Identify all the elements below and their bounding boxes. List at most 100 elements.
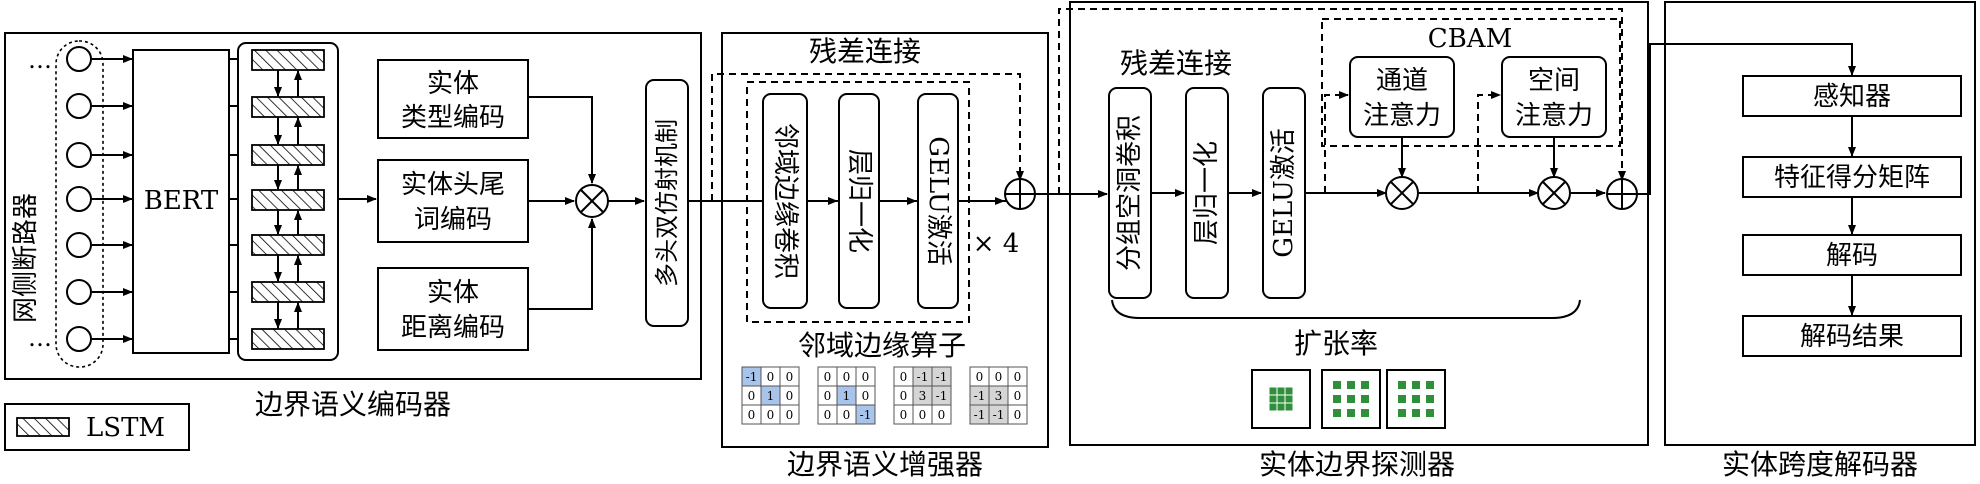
dilation-cell (1412, 409, 1420, 417)
lstm-cell (251, 96, 325, 118)
kernel-value: 0 (919, 408, 927, 422)
kernel-value: 0 (786, 370, 794, 384)
residual-add-node-detector (1606, 178, 1638, 210)
distance-to-product-arrow (528, 218, 596, 310)
entity-type-encoding-line2: 类型编码 (401, 103, 505, 133)
kernel-value: 0 (786, 389, 794, 403)
lstm-legend: LSTM (4, 403, 190, 451)
input-token (66, 93, 92, 119)
kernel-value: 0 (900, 408, 908, 422)
kernel-cell (931, 404, 952, 425)
kernel-value: 0 (767, 408, 775, 422)
dilation-icon (1321, 369, 1381, 429)
dilation-cell (1347, 409, 1355, 417)
detector-residual-path (1058, 8, 1626, 194)
lstm-cell (251, 328, 325, 350)
entity-boundary-detector: 残差连接 分组空洞卷积 层归一化 GELU激活 CBAM 通道 注意力 空间 注… (1035, 1, 1649, 481)
channel-attention-line2: 注意力 (1363, 101, 1441, 131)
enhancer-residual-path (711, 73, 1024, 201)
input-token (66, 326, 92, 352)
edge-operator-title: 邻域边缘算子 (798, 329, 966, 362)
dilation-cell (1361, 409, 1369, 417)
dilation-rate-label: 扩张率 (1294, 327, 1378, 360)
bert-label: BERT (144, 186, 219, 216)
neighborhood-edge-conv-label: 邻域边缘卷积 (770, 123, 800, 279)
entity-span-decoder: 感知器 特征得分矩阵 解码 解码结果 实体跨度解码器 (1637, 1, 1976, 481)
product-node-encoder (575, 184, 609, 218)
kernel-cell (779, 404, 800, 425)
kernel-value: 3 (995, 389, 1003, 403)
dilation-cell (1347, 381, 1355, 389)
product-node-channel (1385, 176, 1419, 210)
dilation-cell (1347, 395, 1355, 403)
decoder-step-score-matrix-label: 特征得分矩阵 (1774, 163, 1930, 193)
enhancer-caption: 边界语义增强器 (787, 448, 983, 481)
dilation-cell (1361, 395, 1369, 403)
kernel-value: -1 (993, 408, 1005, 422)
dilation-cell (1333, 395, 1341, 403)
detector-residual-label: 残差连接 (1120, 47, 1232, 80)
dilation-cell (1269, 387, 1277, 395)
kernel-value: 0 (786, 408, 794, 422)
enhancer-gelu-label: GELU激活 (923, 136, 953, 266)
dilation-cell (1426, 395, 1434, 403)
decoder-step-result (1742, 315, 1962, 357)
decoder-step-decode (1742, 234, 1962, 276)
type-to-product-arrow (528, 96, 596, 184)
kernel-value: 0 (843, 370, 851, 384)
dilation-cell (1333, 409, 1341, 417)
decoder-frame (1664, 1, 1976, 446)
decoder-step-perceptron-label: 感知器 (1813, 82, 1891, 112)
product-node-spatial (1537, 176, 1571, 210)
dilation-cell (1269, 395, 1277, 403)
dilation-cell (1426, 409, 1434, 417)
dilation-cell (1277, 403, 1285, 411)
input-token (66, 279, 92, 305)
kernel-value: 0 (900, 389, 908, 403)
dilation-icon (1386, 369, 1446, 429)
input-token (66, 46, 92, 72)
legend-hatch-swatch (16, 417, 70, 437)
kernel-value: 0 (748, 389, 756, 403)
entity-distance-encoding-line2: 距离编码 (401, 313, 505, 343)
kernel-value: 0 (767, 370, 775, 384)
input-arrows (92, 55, 133, 343)
kernel-value: 0 (900, 370, 908, 384)
decoder-step-result-label: 解码结果 (1800, 322, 1904, 352)
dilation-cell (1361, 381, 1369, 389)
boundary-semantic-encoder: 网侧断路器 … … BERT (4, 32, 702, 421)
kernel-value: 0 (862, 389, 870, 403)
dilation-cell (1412, 395, 1420, 403)
dilation-cell (1285, 403, 1293, 411)
kernel-value: 0 (1014, 408, 1022, 422)
bert-block (132, 49, 230, 354)
biaffine-attention-label: 多头双仿射机制 (653, 119, 681, 287)
dilation-cell (1333, 381, 1341, 389)
dilation-cell (1277, 387, 1285, 395)
biaffine-attention-block (645, 79, 689, 327)
kernel-value: 0 (938, 408, 946, 422)
kernel-value: 0 (1014, 389, 1022, 403)
kernel-value: 0 (824, 408, 832, 422)
kernel-value: 0 (1014, 370, 1022, 384)
kernel-value: 0 (824, 370, 832, 384)
grouped-dilated-conv-label: 分组空洞卷积 (1115, 115, 1145, 271)
entity-type-encoding-line1: 实体 (427, 69, 479, 99)
dilation-cell (1426, 381, 1434, 389)
kernel-value: -1 (936, 389, 948, 403)
kernel-value: 0 (824, 389, 832, 403)
encoder-caption: 边界语义编码器 (255, 388, 451, 421)
input-group-outline (55, 40, 104, 368)
product-to-spatial-attn-path (1477, 91, 1501, 193)
dilation-cell (1412, 381, 1420, 389)
lstm-cell (251, 144, 325, 166)
dilation-icon (1251, 369, 1311, 429)
kernel-value: -1 (936, 370, 948, 384)
dilation-cell (1277, 395, 1285, 403)
cbam-group (1321, 18, 1621, 147)
entity-head-tail-encoding-block (377, 159, 529, 243)
residual-add-node-enhancer (1004, 178, 1036, 210)
